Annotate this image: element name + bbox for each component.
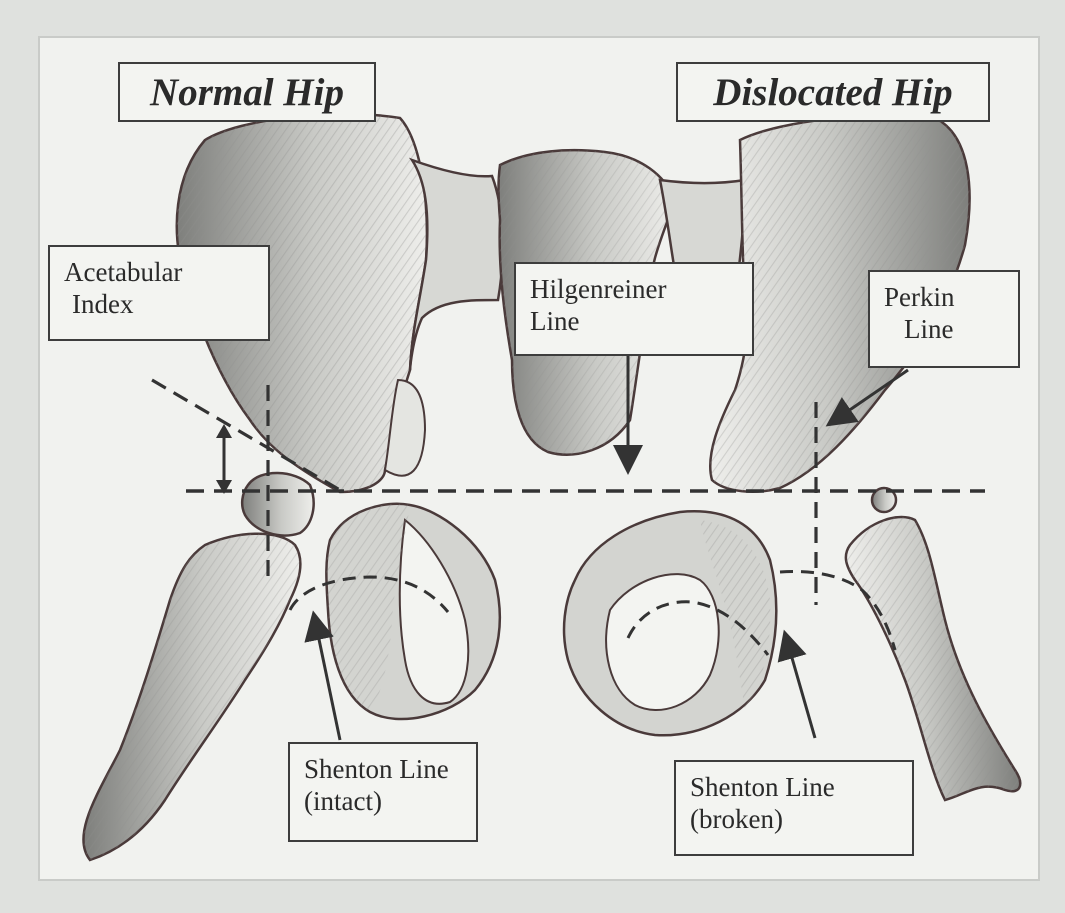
shenton-intact-line2: (intact) xyxy=(304,786,464,818)
shenton-broken-arrow xyxy=(788,644,815,738)
right-femur xyxy=(846,517,1020,800)
dislocated-hip-title: Dislocated Hip xyxy=(676,62,990,122)
shenton-broken-line2: (broken) xyxy=(690,804,900,836)
right-obturator-ring xyxy=(564,511,776,735)
acetabular-index-label: Acetabular Index xyxy=(48,245,270,341)
shenton-broken-line1: Shenton Line xyxy=(690,772,900,804)
acetabular-index-arrow xyxy=(216,424,232,494)
shenton-intact-line1: Shenton Line xyxy=(304,754,464,786)
acetabular-index-line2: Index xyxy=(64,289,256,321)
left-femur xyxy=(83,534,300,860)
perkin-line-label: Perkin Line xyxy=(868,270,1020,368)
left-obturator-ring xyxy=(326,504,499,719)
hilgenreiner-line-label: Hilgenreiner Line xyxy=(514,262,754,356)
normal-hip-title: Normal Hip xyxy=(118,62,376,122)
perkin-line1: Perkin xyxy=(884,282,1006,314)
acetabular-index-line1: Acetabular xyxy=(64,257,256,289)
shenton-broken-label: Shenton Line (broken) xyxy=(674,760,914,856)
perkin-line2: Line xyxy=(884,314,1006,346)
left-femoral-head xyxy=(242,473,313,536)
shenton-intact-label: Shenton Line (intact) xyxy=(288,742,478,842)
hilgenreiner-line2: Line xyxy=(530,306,740,338)
hilgenreiner-line1: Hilgenreiner xyxy=(530,274,740,306)
